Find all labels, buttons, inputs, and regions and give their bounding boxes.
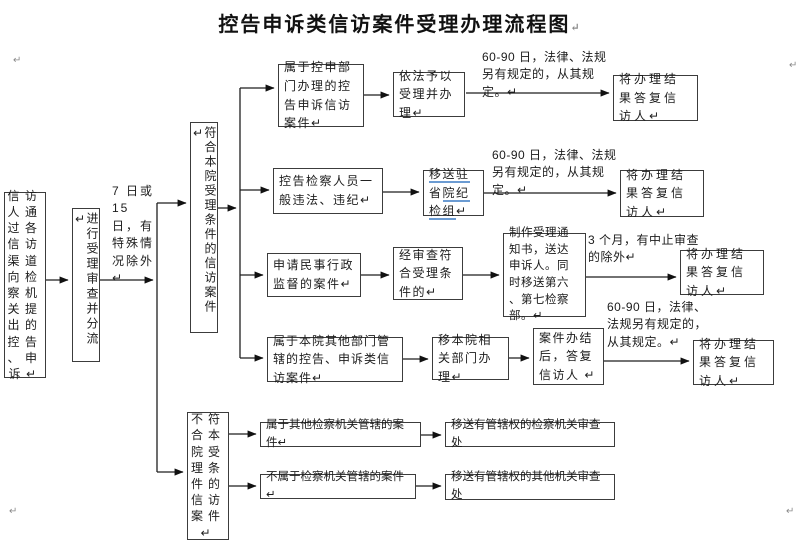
node-label: 属于本院其他部门管辖的控告、申诉类信访案件↵: [273, 333, 391, 385]
node-civil-administrative-supervision: 申请民事行政监督的案件↵: [267, 253, 361, 297]
node-reply-result-4: 将办理结果答复信访人↵: [693, 337, 774, 388]
node-label: 控告检察人员一般违法、违纪↵: [279, 174, 374, 207]
proofing-underline-text: 移送驻: [429, 167, 470, 184]
paragraph-mark-icon: ↵: [786, 506, 795, 517]
node-label: 信访人通过各信访渠道向检察机关提出的控告、申诉↵: [7, 188, 43, 381]
node-label: 经审查符合受理条件的↵: [399, 247, 454, 299]
paragraph-mark-icon: ↵: [9, 506, 18, 517]
node-accuse-prosecutor-misconduct: 控告检察人员一般违法、违纪↵: [273, 168, 383, 214]
paragraph-mark-icon: ↵: [13, 55, 22, 66]
paragraph-mark-icon: ↵: [456, 204, 468, 219]
node-transfer-discipline-group: 移送驻省院纪检组↵: [423, 167, 484, 221]
node-review-meets-conditions: 经审查符合受理条件的↵: [393, 247, 463, 300]
node-label: 属于其他检察机关管辖的案件↵: [266, 418, 404, 449]
node-label: 移送有管辖权的其他机关审查处: [451, 471, 601, 501]
paragraph-mark-icon: ↵: [789, 60, 798, 71]
node-label: 不属于检察机关管辖的案件↵: [266, 470, 404, 501]
page-title: 控告申诉类信访案件受理办理流程图↵: [0, 8, 800, 37]
node-label: 不符合本院受理条件的信访案件↵: [190, 412, 225, 540]
node-complaint-dept-cases: 属于控申部门办理的控告申诉信访案件↵: [278, 60, 364, 130]
node-acceptance-notice: 制作受理通知书，送达申诉人。同时移送第六、第七检察部。↵: [503, 227, 586, 322]
node-review-and-triage: 进行受理审查并分流↵: [72, 208, 100, 362]
node-reply-result-1: 将办理结果答复信访人↵: [613, 72, 698, 123]
note-branch1-deadline: 60-90 日，法律、法规另有规定的，从其规定。↵: [482, 50, 607, 99]
node-other-internal-dept-cases: 属于本院其他部门管辖的控告、申诉类信访案件↵: [267, 334, 403, 385]
node-transfer-competent-procuratorate: 移送有管辖权的检察机关审查处: [445, 419, 615, 449]
node-label: 依法予以受理并办理↵: [399, 68, 454, 120]
node-label: 进行受理审查并分流↵: [73, 212, 99, 347]
note-branch2-deadline: 60-90 日，法律、法规另有规定的，从其规定。↵: [492, 148, 617, 197]
node-label: 将办理结果答复信访人↵: [619, 72, 680, 124]
node-fails-acceptance-conditions: 不符合本院受理条件的信访案件↵: [187, 412, 229, 540]
note-branch4-deadline: 60-90 日，法律、法规另有规定的，从其规定。↵: [607, 300, 708, 349]
node-petition-source: 信访人通过各信访渠道向检察机关提出的控告、申诉↵: [4, 189, 46, 381]
node-label: 将办理结果答复信访人↵: [699, 336, 760, 388]
node-reply-result-3: 将办理结果答复信访人↵: [680, 247, 764, 298]
node-transfer-competent-other-organ: 移送有管辖权的其他机关审查处: [445, 471, 615, 501]
node-not-procuratorate-jurisdiction: 不属于检察机关管辖的案件↵: [260, 471, 416, 501]
node-label: 符合本院受理条件的信访案件↵: [191, 126, 217, 315]
node-meets-acceptance-conditions: 符合本院受理条件的信访案件↵: [190, 122, 218, 333]
node-label: 制作受理通知书，送达申诉人。同时移送第六、第七检察部。↵: [509, 226, 569, 323]
note-review-deadline: 7 日或15 日，有特殊情况除外↵: [112, 184, 155, 285]
proofing-underline-text: 院纪检组: [429, 185, 470, 221]
node-label: 申请民事行政监督的案件↵: [273, 258, 355, 291]
paragraph-mark-icon: ↵: [570, 22, 582, 34]
node-label: 将办理结果答复信访人↵: [626, 167, 687, 219]
node-label: 将办理结果答复信访人↵: [686, 246, 747, 298]
node-label: 案件办结后，答复信访人 ↵: [539, 330, 596, 382]
node-other-procuratorate-jurisdiction: 属于其他检察机关管辖的案件↵: [260, 419, 421, 449]
page-title-text: 控告申诉类信访案件受理办理流程图: [218, 14, 571, 36]
node-label: 移本院相关部门办理↵: [438, 332, 493, 384]
node-label-part: 省: [429, 185, 443, 200]
node-reply-after-closure: 案件办结后，答复信访人 ↵: [533, 328, 604, 385]
node-label: 属于控申部门办理的控告申诉信访案件↵: [284, 60, 352, 131]
note-branch3-deadline: 3 个月，有中止审查的除外↵: [588, 233, 700, 265]
node-accept-and-handle: 依法予以受理并办理↵: [393, 69, 465, 120]
node-label: 移送有管辖权的检察机关审查处: [451, 418, 601, 449]
node-reply-result-2: 将办理结果答复信访人↵: [620, 168, 704, 219]
node-transfer-internal-dept: 移本院相关部门办理↵: [432, 333, 509, 384]
